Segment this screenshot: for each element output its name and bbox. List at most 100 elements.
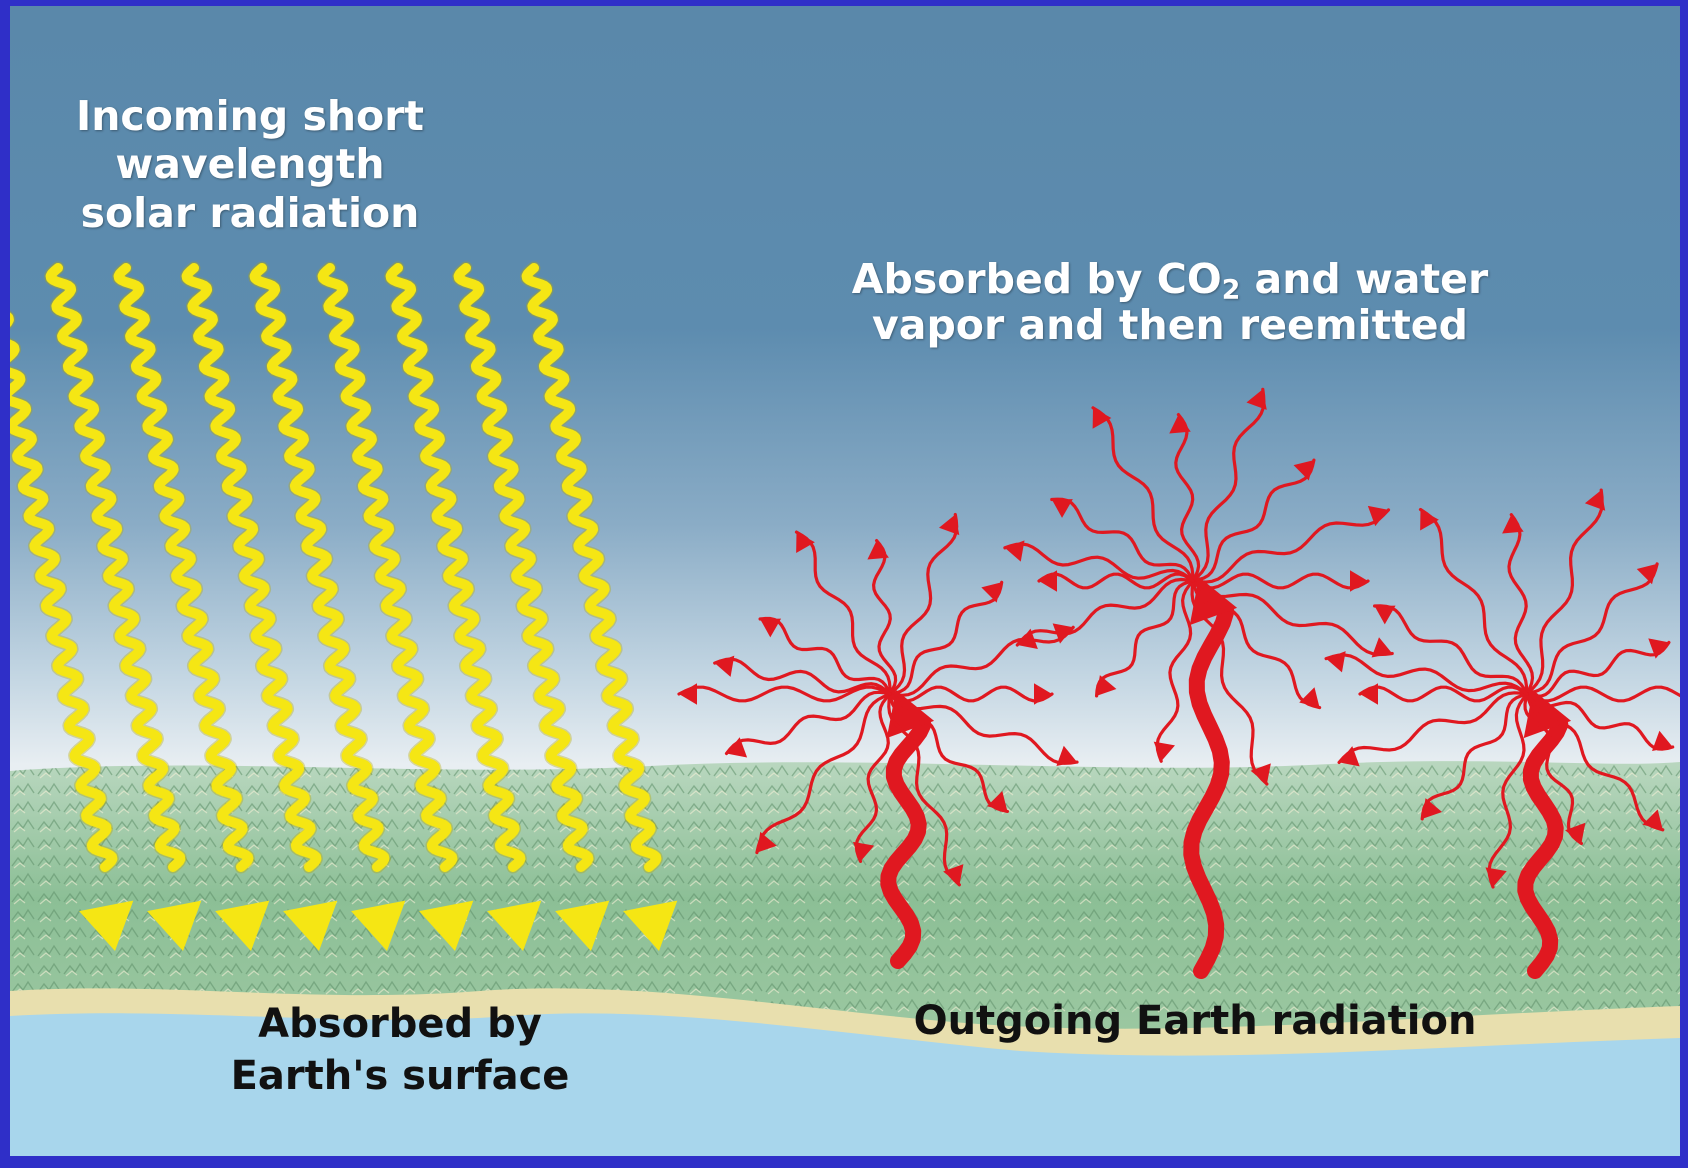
reemitted-ray <box>1191 579 1394 657</box>
absorbed-co2-text-start: Absorbed by CO <box>851 255 1222 303</box>
reemitted-ray-arrowhead <box>1153 741 1175 762</box>
outgoing-radiation-label: Outgoing Earth radiation <box>913 998 1477 1044</box>
reemitted-ray <box>1525 562 1659 696</box>
reemitted-ray-arrowhead <box>726 737 748 758</box>
greenhouse-diagram: Incoming short wavelength solar radiatio… <box>10 6 1680 1156</box>
reemitted-ray <box>854 692 892 863</box>
incoming-label-line-3: solar radiation <box>80 188 420 237</box>
scene <box>10 6 1680 1156</box>
solar-ray-arrowhead <box>351 900 406 951</box>
reemitted-ray <box>1420 692 1529 821</box>
reemitted-ray <box>1191 458 1316 583</box>
reemitted-ray <box>1191 387 1266 583</box>
reemitted-ray-arrowhead <box>852 841 875 862</box>
reemitted-ray-arrowhead <box>796 532 815 554</box>
reemitted-ray <box>1324 653 1529 696</box>
incoming-label-line-2: wavelength <box>115 140 385 189</box>
infrared-emitter <box>677 512 1079 969</box>
reemitted-ray-arrowhead <box>1051 499 1073 518</box>
reemitted-ray <box>1174 413 1201 583</box>
infrared-emitters <box>677 387 1680 979</box>
reemitted-ray-arrowhead <box>1034 683 1052 705</box>
reemitted-ray-arrowhead <box>760 618 782 638</box>
reemitted-ray <box>1050 497 1195 583</box>
reemitted-ray <box>887 692 961 887</box>
reemitted-ray-arrowhead <box>1004 540 1025 562</box>
reemitted-ray <box>794 530 892 696</box>
solar-rays <box>10 261 678 951</box>
solar-ray <box>248 261 406 951</box>
solar-ray <box>44 261 202 951</box>
reemitted-ray-arrowhead <box>867 540 889 560</box>
reemitted-ray-arrowhead <box>1652 730 1673 752</box>
land-texture <box>10 761 1680 1016</box>
reemitted-ray <box>1191 572 1370 590</box>
reemitted-ray <box>888 692 1079 765</box>
reemitted-ray <box>1190 579 1269 786</box>
solar-ray-arrowhead <box>487 900 542 951</box>
incoming-label-line-1: Incoming short <box>75 92 425 140</box>
solar-ray-arrowhead <box>147 900 202 951</box>
reemitted-ray <box>724 690 892 756</box>
reemitted-ray <box>1003 542 1195 583</box>
reemitted-ray <box>1523 692 1583 845</box>
reemitted-ray <box>1525 685 1680 703</box>
co2-subscript: 2 <box>1221 274 1241 306</box>
surface-label-line-1: Absorbed by <box>258 1001 542 1047</box>
solar-ray-arrowhead <box>555 900 610 951</box>
solar-ray-arrowhead <box>283 900 338 951</box>
outgoing-stem <box>1183 603 1235 979</box>
reemitted-ray <box>1191 508 1391 584</box>
earth-surface-label: Absorbed by Earth's surface <box>190 998 610 1102</box>
solar-ray <box>316 261 474 951</box>
reemitted-ray <box>888 685 1054 703</box>
reemitted-ray-arrowhead <box>1648 638 1669 659</box>
absorbed-co2-line-2: vapor and then reemitted <box>872 301 1468 350</box>
reemitted-ray-arrowhead <box>714 655 735 677</box>
reemitted-ray <box>713 657 892 696</box>
reemitted-ray <box>1037 572 1195 590</box>
reemitted-ray <box>888 692 1009 813</box>
reemitted-ray <box>1155 579 1195 763</box>
reemitted-ray <box>1525 692 1665 832</box>
reemitted-ray-arrowhead <box>1299 687 1320 708</box>
reemitted-ray-arrowhead <box>1039 570 1057 592</box>
reemitted-ray-arrowhead <box>939 514 960 536</box>
reemitted-ray-arrowhead <box>1374 605 1396 625</box>
reemitted-ray-arrowhead <box>1367 505 1389 527</box>
reemitted-ray <box>1418 507 1529 696</box>
infrared-emitter <box>1324 488 1680 979</box>
reemitted-ray-arrowhead <box>756 831 777 853</box>
reemitted-ray <box>1091 406 1195 583</box>
reemitted-ray-arrowhead <box>981 582 1002 603</box>
reemitted-ray-arrowhead <box>1502 514 1524 534</box>
incoming-radiation-label: Incoming short wavelength solar radiatio… <box>50 92 450 237</box>
solar-ray <box>452 261 610 951</box>
reemitted-ray-arrowhead <box>1371 637 1393 658</box>
reemitted-ray <box>758 616 892 696</box>
reemitted-ray-arrowhead <box>943 864 964 885</box>
reemitted-ray <box>1095 579 1195 698</box>
reemitted-ray <box>677 685 892 703</box>
reemitted-ray <box>1191 579 1322 710</box>
reemitted-ray <box>1373 604 1529 696</box>
reemitted-ray-arrowhead <box>1096 675 1117 696</box>
reemitted-ray-arrowhead <box>1636 563 1658 585</box>
reemitted-ray-arrowhead <box>1293 460 1314 481</box>
reemitted-ray <box>1015 577 1195 647</box>
reemitted-ray-arrowhead <box>1584 490 1606 511</box>
solar-ray <box>180 261 338 951</box>
solar-ray-arrowhead <box>419 900 474 951</box>
reemitted-ray <box>1358 685 1529 703</box>
reemitted-ray <box>1487 692 1529 889</box>
reemitted-ray-arrowhead <box>1485 867 1507 888</box>
reemitted-ray-arrowhead <box>1246 389 1267 410</box>
reemitted-ray <box>1525 640 1671 698</box>
surface-label-line-2: Earth's surface <box>230 1053 570 1099</box>
reemitted-ray-arrowhead <box>1250 763 1271 784</box>
solar-ray-arrowhead <box>79 900 134 951</box>
reemitted-ray-arrowhead <box>1360 683 1378 705</box>
solar-ray <box>10 310 134 951</box>
absorbed-co2-label: Absorbed by CO2 and water vapor and then… <box>810 255 1530 350</box>
reemitted-ray-arrowhead <box>1339 746 1360 767</box>
